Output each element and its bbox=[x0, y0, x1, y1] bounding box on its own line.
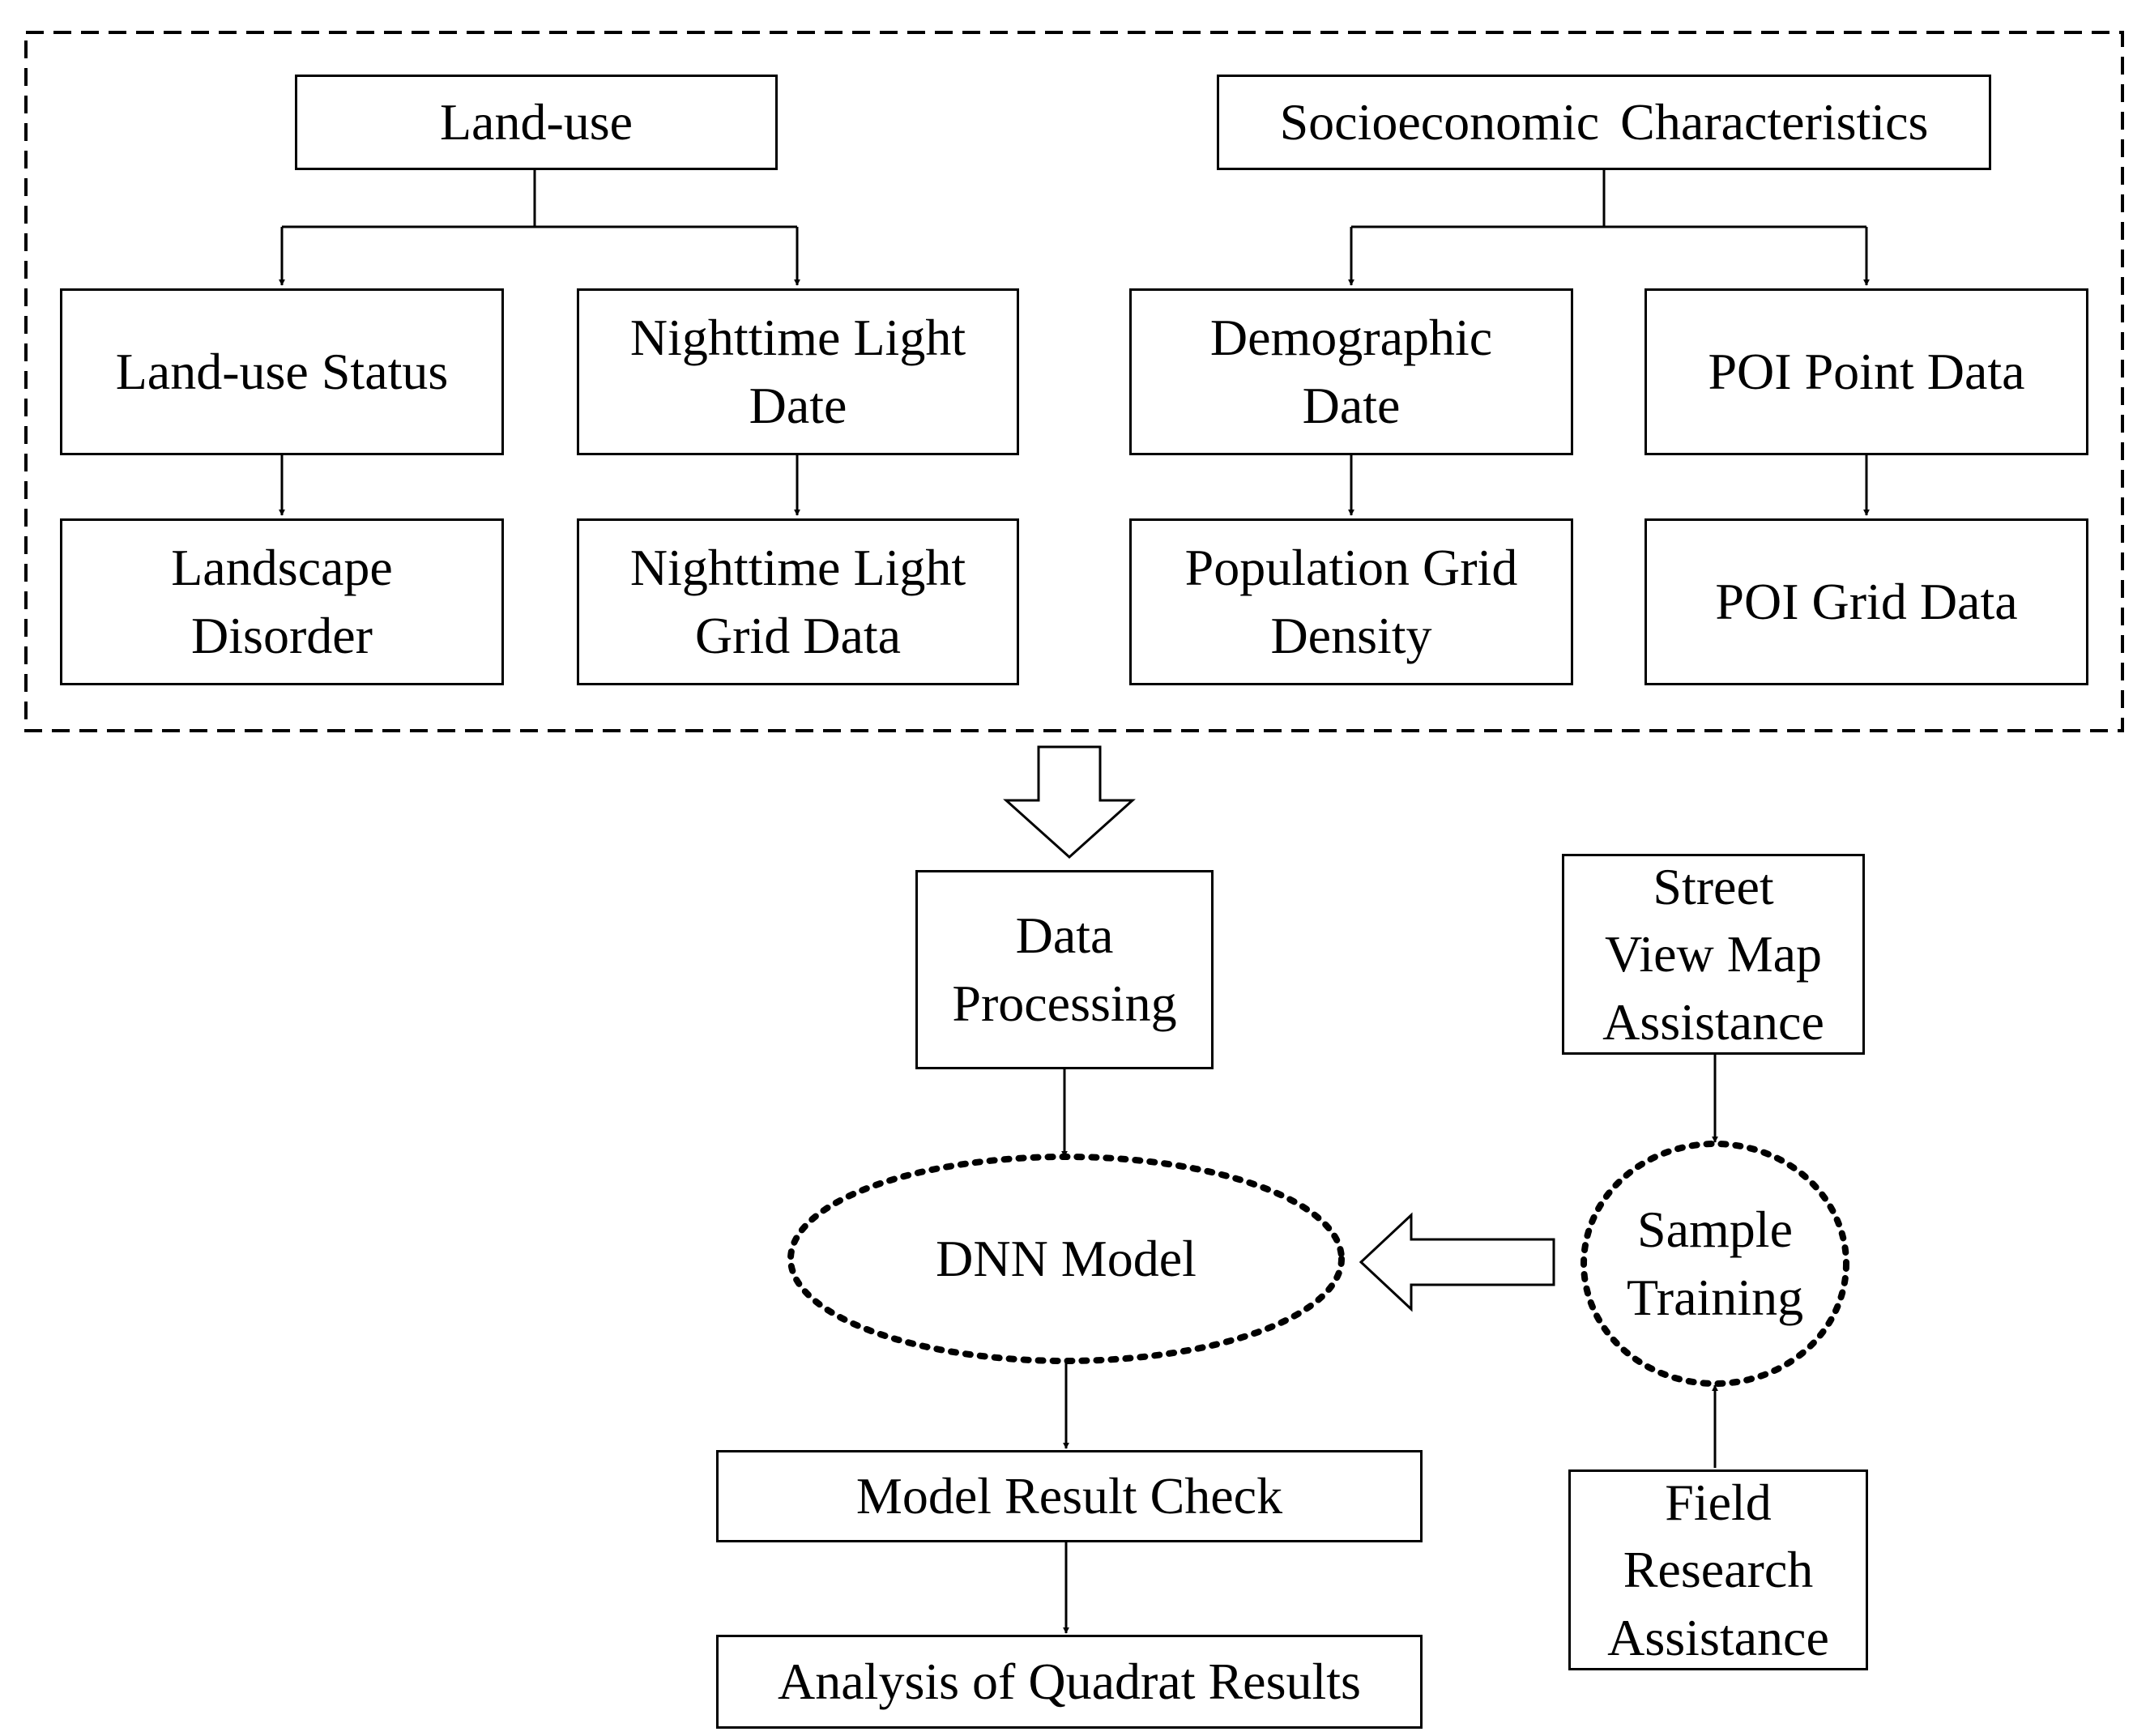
land-use-label: Land-use bbox=[439, 92, 633, 151]
nighttime-light-date-label-line2: Date bbox=[749, 377, 847, 434]
nighttime-light-grid-label-line2: Grid Data bbox=[694, 607, 902, 664]
sample-training-circle-outline bbox=[1581, 1141, 1849, 1387]
nighttime-light-date-box: Nighttime Light Date bbox=[577, 288, 1019, 455]
sample-training-node: Sample Training bbox=[1584, 1144, 1846, 1384]
poi-point-data-box: POI Point Data bbox=[1644, 288, 2088, 455]
nighttime-light-grid-box: Nighttime Light Grid Data bbox=[577, 518, 1019, 685]
nighttime-light-grid-label-line1: Nighttime Light bbox=[629, 538, 966, 596]
socioeconomic-connector bbox=[1348, 168, 1870, 286]
street-view-map-box: Street View Map Assistance bbox=[1562, 854, 1865, 1055]
data-processing-label-line2: Processing bbox=[952, 975, 1177, 1032]
sample-training-label-line2: Training bbox=[1626, 1269, 1804, 1326]
socioeconomic-characteristics-box: Socioeconomic Characteristics bbox=[1217, 75, 1991, 170]
population-grid-density-label-line2: Density bbox=[1270, 607, 1432, 664]
land-use-connector bbox=[279, 168, 800, 286]
dnn-model-node: DNN Model bbox=[791, 1157, 1342, 1361]
sample-training-label-line1: Sample bbox=[1637, 1200, 1793, 1258]
street-view-label-line1: Street bbox=[1653, 858, 1774, 916]
street-view-label-line3: Assistance bbox=[1602, 992, 1824, 1051]
level-two-arrows bbox=[279, 455, 1870, 516]
demographic-date-box: Demographic Date bbox=[1129, 288, 1573, 455]
demographic-date-label-line1: Demographic bbox=[1209, 308, 1493, 366]
dnn-model-label: DNN Model bbox=[936, 1229, 1197, 1287]
street-view-label-line2: View Map bbox=[1604, 925, 1823, 983]
input-data-group-frame bbox=[24, 31, 2124, 732]
demographic-date-label-line2: Date bbox=[1302, 377, 1401, 434]
landscape-disorder-box: Landscape Disorder bbox=[60, 518, 504, 685]
poi-grid-data-box: POI Grid Data bbox=[1644, 518, 2088, 685]
model-result-check-label: Model Result Check bbox=[855, 1466, 1283, 1525]
population-grid-density-box: Population Grid Density bbox=[1129, 518, 1573, 685]
land-use-status-label: Land-use Status bbox=[115, 342, 449, 400]
data-processing-label-line1: Data bbox=[1015, 906, 1114, 964]
landscape-disorder-label-line1: Landscape bbox=[171, 538, 393, 596]
poi-grid-data-label: POI Grid Data bbox=[1715, 572, 2018, 630]
land-use-status-box: Land-use Status bbox=[60, 288, 504, 455]
field-research-label-line3: Assistance bbox=[1607, 1608, 1829, 1666]
field-research-label-line2: Research bbox=[1623, 1541, 1814, 1599]
socioeconomic-label: Socioeconomic Characteristics bbox=[1279, 92, 1929, 151]
nighttime-light-date-label-line1: Nighttime Light bbox=[629, 308, 966, 366]
hollow-left-arrow bbox=[1359, 1212, 1555, 1312]
field-research-label-line1: Field bbox=[1665, 1474, 1772, 1532]
field-research-box: Field Research Assistance bbox=[1568, 1469, 1868, 1670]
data-processing-box: Data Processing bbox=[915, 870, 1214, 1069]
analysis-quadrat-results-label: Analysis of Quadrat Results bbox=[778, 1652, 1361, 1710]
land-use-box: Land-use bbox=[295, 75, 778, 170]
dnn-model-oval-outline bbox=[787, 1154, 1345, 1364]
poi-point-data-label: POI Point Data bbox=[1708, 342, 2025, 400]
model-result-check-box: Model Result Check bbox=[716, 1450, 1423, 1542]
landscape-disorder-label-line2: Disorder bbox=[191, 607, 373, 664]
hollow-down-arrow bbox=[1003, 745, 1136, 859]
population-grid-density-label-line1: Population Grid bbox=[1184, 538, 1518, 596]
analysis-quadrat-results-box: Analysis of Quadrat Results bbox=[716, 1635, 1423, 1729]
